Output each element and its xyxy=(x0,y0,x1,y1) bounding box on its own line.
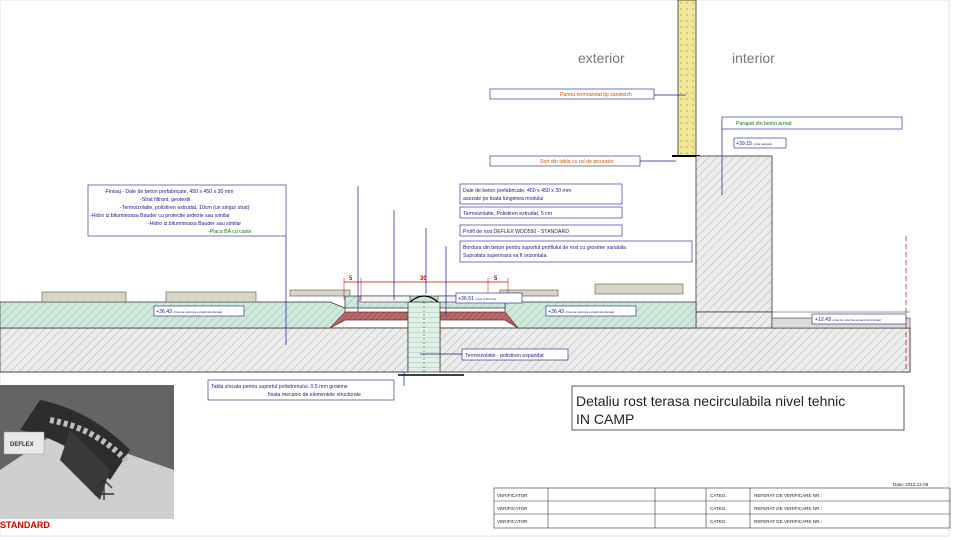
paver xyxy=(41,291,127,303)
svg-text:+36.51 (cota profil rost): +36.51 (cota profil rost) xyxy=(458,296,496,302)
label-bordura: Bordura din beton pentru suportul profil… xyxy=(459,240,693,263)
dim-mid: 30 xyxy=(420,276,427,282)
svg-text:-Placa BA cu caste: -Placa BA cu caste xyxy=(208,229,252,235)
svg-text:Suprafata superioara va fi ori: Suprafata superioara va fi orizontala. xyxy=(463,253,548,259)
title-box xyxy=(571,385,905,431)
paver xyxy=(165,291,257,303)
label-left-block: -Finisaj - Dale de beton prefabricate, 4… xyxy=(87,184,287,237)
paver xyxy=(289,289,351,297)
date-label: Data: 2013.12.09 xyxy=(893,482,929,487)
svg-text:-Hidro iz.bituminoasa Bauder c: -Hidro iz.bituminoasa Bauder cu protecti… xyxy=(90,213,230,219)
svg-text:Bordura din beton pentru supor: Bordura din beton pentru suportul profil… xyxy=(463,245,626,251)
svg-text:-Termoizolatie, polistiren ext: -Termoizolatie, polistiren extrudat, 10c… xyxy=(120,205,250,211)
label-termo-xps: Termoizolatie, Polistiren extrudat, 5 cm xyxy=(459,206,623,219)
svg-text:-Hidro iz.bituminoasa Bauder s: -Hidro iz.bituminoasa Bauder sau similar xyxy=(148,221,241,227)
svg-text:Profil de rost DEFLEX WDD550: Profil de rost DEFLEX WDD550 - STANDARD xyxy=(463,229,569,235)
label-profil: Profil de rost DEFLEX WDD550 - STANDARD xyxy=(459,224,623,237)
sheet-frame xyxy=(0,0,950,537)
svg-text:Panou termoizolat tip sandwich: Panou termoizolat tip sandwich xyxy=(560,92,632,98)
svg-text:Parapet din beton armat: Parapet din beton armat xyxy=(736,121,792,127)
title-line-2: IN CAMP xyxy=(576,411,634,427)
label-panou: Panou termoizolat tip sandwich xyxy=(489,88,655,100)
title-line-1: Detaliu rost terasa necirculabila nivel … xyxy=(576,393,845,409)
paver xyxy=(594,283,684,295)
dim-right: 5 xyxy=(494,276,498,282)
label-sort: Sort din tabla cu rol de picurator xyxy=(489,155,641,167)
tb-row3-col1: VERIFICATOR xyxy=(497,519,528,524)
elevation-profil: +36.51 (cota profil rost) xyxy=(455,292,523,304)
svg-text:asezate pe toata lungimea modu: asezate pe toata lungimea modului xyxy=(463,196,543,202)
svg-text:+39.15 (cota parapet): +39.15 (cota parapet) xyxy=(736,141,772,147)
tb-row1-col1: VERIFICATOR xyxy=(497,493,528,498)
tb-row3-col4: REFERAT DE VERIFICARE NR.: xyxy=(754,519,822,524)
leader-lines xyxy=(285,94,723,386)
exterior-label: exterior xyxy=(578,50,625,66)
label-parapet: Parapet din beton armat xyxy=(721,116,903,130)
svg-text:Dale de beton prefabricate, 45: Dale de beton prefabricate, 450 x 450 x … xyxy=(463,188,571,194)
product-brand: DEFLEX xyxy=(10,442,34,448)
slab-left xyxy=(0,327,409,373)
svg-text:+12.43 (cota de referinta a pl: +12.43 (cota de referinta a placii struc… xyxy=(815,317,881,323)
parapet-wall xyxy=(695,155,773,313)
svg-text:-Finisaj - Dale de beton prefa: -Finisaj - Dale de beton prefabricate, 4… xyxy=(104,189,233,195)
label-dale: Dale de beton prefabricate, 450 x 450 x … xyxy=(459,183,623,205)
svg-text:Termoizolatie - polistiren exp: Termoizolatie - polistiren expandat xyxy=(465,353,544,359)
deflex-profile xyxy=(409,295,439,303)
elevation-interior: +12.43 (cota de referinta a placii struc… xyxy=(811,313,907,325)
tb-row1-col3: CATEG. xyxy=(710,493,727,498)
label-eps: Termoizolatie - polistiren expandat xyxy=(461,348,569,361)
svg-text:Tabla zincata pentru suportul: Tabla zincata pentru suportul polistiren… xyxy=(211,384,348,390)
product-caption: STANDARD xyxy=(0,520,50,530)
interior-label: interior xyxy=(732,50,775,66)
tb-row2-col4: REFERAT DE VERIFICARE NR.: xyxy=(754,506,822,511)
curb-right xyxy=(439,311,519,329)
svg-text:-Strat filtrant, geotextil: -Strat filtrant, geotextil xyxy=(140,197,190,203)
svg-text:Sort din tabla cu rol de picur: Sort din tabla cu rol de picurator xyxy=(540,159,614,165)
sandwich-panel xyxy=(677,0,697,157)
elevation-slab-left: +36.43 (cota de referinta a placii struc… xyxy=(153,305,245,317)
elevation-parapet: +39.15 (cota parapet) xyxy=(733,137,787,149)
svg-text:+36.43 (cota de referinta a pl: +36.43 (cota de referinta a placii struc… xyxy=(156,309,222,315)
dim-left: 5 xyxy=(349,276,353,282)
tb-row1-col4: REFERAT DE VERIFICARE NR.: xyxy=(754,493,822,498)
svg-text:+36.43 (cota de referinta a pl: +36.43 (cota de referinta a placii struc… xyxy=(548,309,614,315)
tb-row2-col1: VERIFICATOR xyxy=(497,506,528,511)
elevation-slab-right: +36.43 (cota de referinta a placii struc… xyxy=(545,305,637,317)
svg-text:Termoizolatie, Polistiren extr: Termoizolatie, Polistiren extrudat, 5 cm xyxy=(463,211,552,217)
tb-row3-col3: CATEG. xyxy=(710,519,727,524)
svg-text:fixata mecanic de elementele s: fixata mecanic de elementele structurale xyxy=(268,392,361,398)
title-block xyxy=(493,487,951,529)
joint-eps xyxy=(407,301,441,373)
tb-row2-col3: CATEG. xyxy=(710,506,727,511)
label-tabla: Tabla zincata pentru suportul polistiren… xyxy=(207,379,395,401)
product-photo: DEFLEX xyxy=(0,385,174,519)
